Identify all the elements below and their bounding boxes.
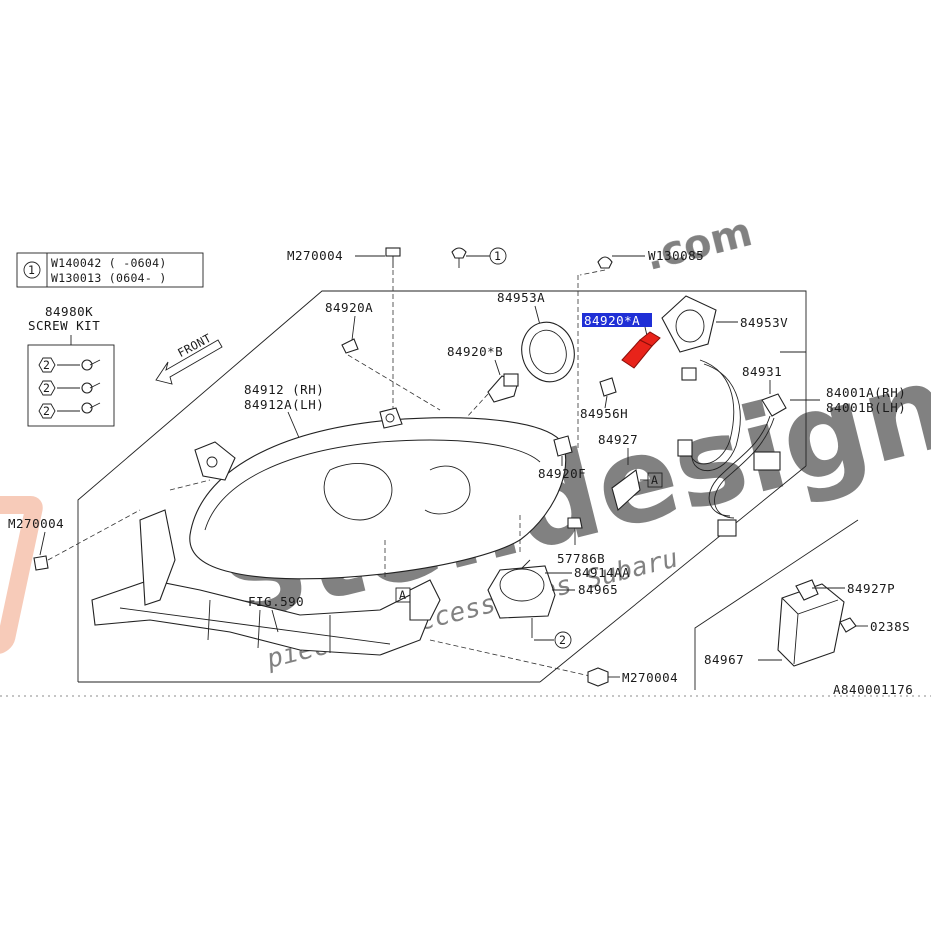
svg-text:1: 1 <box>494 249 501 263</box>
svg-text:84914AA: 84914AA <box>574 565 630 580</box>
svg-text:84912A(LH): 84912A(LH) <box>244 397 324 412</box>
fastener-m270004-left: M270004 <box>8 509 141 571</box>
fastener-clip-1: 1 <box>451 247 507 268</box>
highlighted-bulb <box>621 331 661 369</box>
svg-text:2: 2 <box>43 358 50 372</box>
svg-text:84920F: 84920F <box>538 466 586 481</box>
fastener-m270004-bottom: M270004 <box>587 667 678 687</box>
svg-text:2: 2 <box>43 404 50 418</box>
part-84965-leveler: 84914AA 84965 2 <box>487 559 630 649</box>
screw-kit: 84980K SCREW KIT 2 2 2 <box>27 304 115 427</box>
svg-text:84953V: 84953V <box>740 315 788 330</box>
watermark-domain: .com <box>641 209 757 280</box>
svg-text:A: A <box>651 473 658 487</box>
part-84927: 84927 A <box>598 432 663 512</box>
watermark-logo <box>0 496 43 654</box>
legend-row-2: W130013 (0604- ) <box>51 271 167 285</box>
svg-text:84001A(RH): 84001A(RH) <box>826 385 906 400</box>
part-84920a-left: 84920A <box>325 300 441 411</box>
part-84920b: 84920*B <box>447 344 519 431</box>
svg-text:84001B(LH): 84001B(LH) <box>826 400 906 415</box>
part-84953a: 84953A <box>497 290 575 383</box>
svg-text:84965: 84965 <box>578 582 618 597</box>
svg-text:84927P: 84927P <box>847 581 895 596</box>
fastener-w130085: W130085 <box>577 248 704 450</box>
fastener-m270004-top: M270004 <box>287 247 401 418</box>
svg-text:84920*B: 84920*B <box>447 344 503 359</box>
svg-text:M270004: M270004 <box>8 516 64 531</box>
diagram-id: A840001176 <box>833 682 913 697</box>
svg-text:84927: 84927 <box>598 432 638 447</box>
screw-kit-item-1: 2 <box>38 357 101 373</box>
screw-kit-code: 84980K <box>45 304 93 319</box>
svg-text:84953A: 84953A <box>497 290 545 305</box>
screw-kit-item-2: 2 <box>38 380 101 396</box>
part-57786b: 57786B <box>557 517 605 566</box>
guide-lines <box>169 479 591 677</box>
part-84956h: 84956H <box>580 377 628 421</box>
svg-text:0238S: 0238S <box>870 619 910 634</box>
legend-row-1: W140042 ( -0604) <box>51 256 167 270</box>
legend-marker: 1 <box>28 263 35 277</box>
part-frame-fig590: FIG.590 A <box>91 509 441 656</box>
part-84912-headlamp: 84912 (RH) 84912A(LH) <box>189 382 567 580</box>
screw-kit-item-3: 2 <box>38 402 101 419</box>
svg-text:84912 (RH): 84912 (RH) <box>244 382 324 397</box>
part-84953v: 84953V <box>661 295 788 353</box>
part-84967-module: 84927P 0238S 84967 <box>704 579 910 667</box>
svg-text:2: 2 <box>43 381 50 395</box>
svg-text:M270004: M270004 <box>287 248 343 263</box>
svg-text:M270004: M270004 <box>622 670 678 685</box>
svg-text:W130085: W130085 <box>648 248 704 263</box>
part-84920a-highlighted[interactable]: 84920*A <box>582 313 661 369</box>
highlight-label: 84920*A <box>584 313 640 328</box>
part-84920f: 84920F <box>538 435 586 481</box>
svg-text:A: A <box>399 588 406 602</box>
screw-kit-title: SCREW KIT <box>28 318 100 333</box>
svg-text:84967: 84967 <box>704 652 744 667</box>
legend-box: 1 W140042 ( -0604) W130013 (0604- ) <box>16 252 204 288</box>
svg-text:FIG.590: FIG.590 <box>248 594 304 609</box>
main-frame <box>77 290 859 690</box>
svg-text:57786B: 57786B <box>557 551 605 566</box>
front-arrow: FRONT <box>155 331 223 385</box>
svg-text:84956H: 84956H <box>580 406 628 421</box>
svg-text:84920A: 84920A <box>325 300 373 315</box>
svg-text:2: 2 <box>559 633 566 647</box>
part-84001-harness: 84931 84001A(RH) 84001B(LH) <box>677 359 906 537</box>
svg-text:84931: 84931 <box>742 364 782 379</box>
highlight-label-bg <box>582 313 652 327</box>
